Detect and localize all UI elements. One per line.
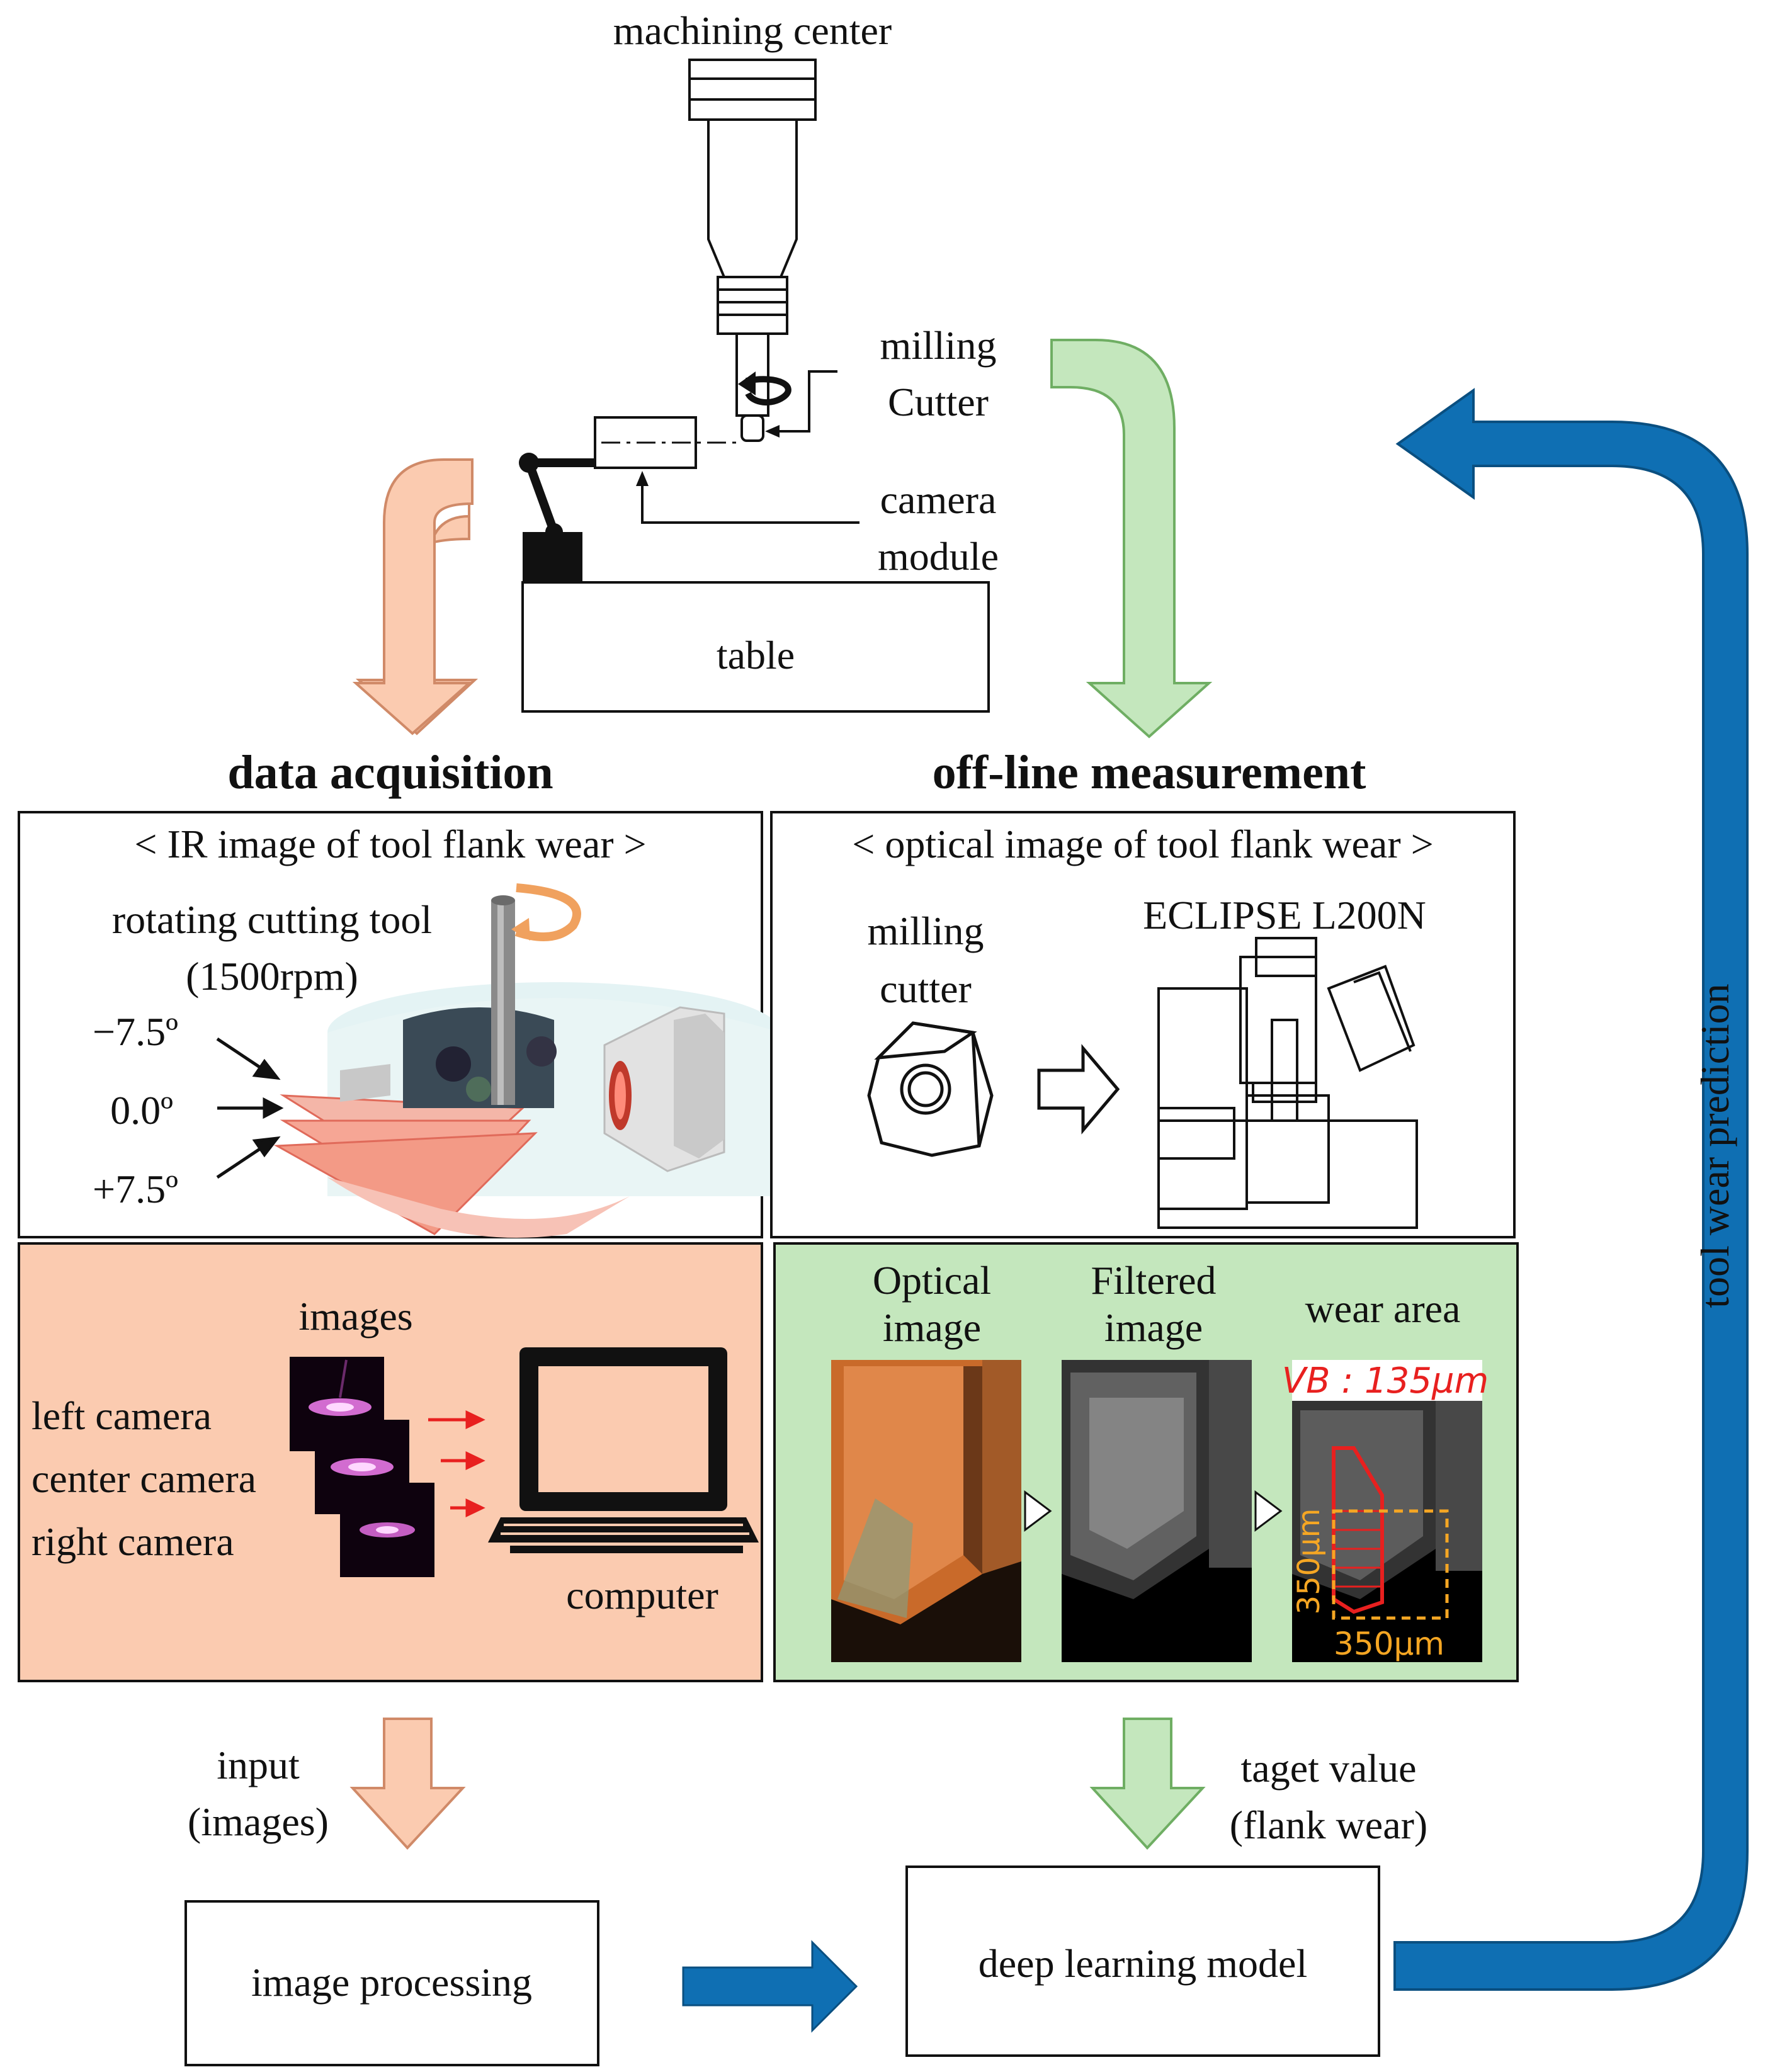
optical-image-label: Optical	[873, 1258, 991, 1303]
optical-micrograph	[831, 1360, 1021, 1662]
optical-panel	[770, 811, 1516, 1238]
milling-cutter-caption-2: cutter	[880, 966, 972, 1011]
tool-wear-prediction-label: tool wear prediction	[1693, 983, 1737, 1308]
filtered-micrograph	[1062, 1360, 1252, 1662]
wear-area-micrograph	[1292, 1360, 1482, 1662]
machine-table	[521, 581, 990, 713]
measurement-flow-arrow	[1050, 339, 1213, 739]
angle-label-negative: −7.5º	[93, 1009, 178, 1054]
images-label: images	[298, 1294, 412, 1339]
image-processing-box	[184, 1900, 599, 2066]
angle-label-positive: +7.5º	[93, 1167, 178, 1211]
ir-panel-title: < IR image of tool flank wear >	[134, 822, 646, 866]
milling-cutter-label-2: Cutter	[888, 380, 989, 424]
chevron-right-icon-2	[1254, 1490, 1283, 1532]
computer-label: computer	[566, 1573, 718, 1617]
dim-horizontal-label: 350µm	[1334, 1626, 1444, 1662]
vb-value-label: VB : 135µm	[1282, 1361, 1489, 1401]
ir-setup-illustration	[273, 883, 781, 1238]
table-label: table	[717, 633, 795, 677]
red-arrows	[428, 1410, 485, 1517]
image-processing-label: image processing	[251, 1960, 532, 2005]
hollow-arrow-icon	[1037, 1044, 1120, 1135]
camera-module-label: camera	[880, 477, 997, 522]
angle-label-zero: 0.0º	[110, 1088, 173, 1133]
robot-arm	[519, 453, 595, 582]
input-label-2: (images)	[188, 1799, 329, 1844]
rotating-tool-label: rotating cutting tool	[112, 897, 432, 942]
wear-area-label: wear area	[1305, 1286, 1461, 1331]
chevron-right-icon	[1024, 1490, 1052, 1532]
milling-cutter-label: milling	[880, 323, 997, 368]
computer-icon	[488, 1347, 759, 1553]
right-camera-label: right camera	[31, 1519, 234, 1564]
data-acquisition-heading: data acquisition	[227, 746, 553, 799]
angle-arrows	[216, 1037, 284, 1179]
machining-center-label: machining center	[613, 8, 892, 53]
offline-measurement-heading: off-line measurement	[933, 746, 1366, 799]
microscope-label: ECLIPSE L200N	[1143, 893, 1426, 937]
optical-panel-title: < optical image of tool flank wear >	[852, 822, 1433, 866]
rotating-tool-rpm: (1500rpm)	[186, 954, 358, 999]
target-value-label: taget value	[1241, 1746, 1417, 1791]
input-arrow	[349, 1718, 466, 1850]
camera-image-stack	[290, 1357, 434, 1577]
deep-learning-box	[905, 1865, 1380, 2057]
center-camera-label: center camera	[31, 1456, 256, 1501]
input-label: input	[217, 1743, 300, 1787]
prediction-feedback-arrow	[1393, 388, 1749, 1991]
dim-vertical-label: 350µm	[1291, 1509, 1327, 1615]
target-arrow	[1089, 1718, 1206, 1850]
microscope-icon	[1157, 937, 1418, 1229]
deep-learning-label: deep learning model	[979, 1941, 1307, 1986]
optical-image-label-2: image	[883, 1305, 981, 1350]
filtered-image-label: Filtered	[1091, 1258, 1216, 1303]
filtered-image-label-2: image	[1104, 1305, 1203, 1350]
spindle-head	[688, 59, 817, 442]
processing-to-model-arrow	[682, 1940, 858, 2033]
rotation-arrow-icon	[745, 376, 791, 406]
camera-module-label-2: module	[878, 534, 999, 579]
milling-cutter-caption: milling	[868, 909, 984, 953]
left-camera-label: left camera	[31, 1393, 212, 1438]
cutter-insert-icon	[867, 1021, 994, 1157]
target-value-label-2: (flank wear)	[1230, 1803, 1427, 1847]
